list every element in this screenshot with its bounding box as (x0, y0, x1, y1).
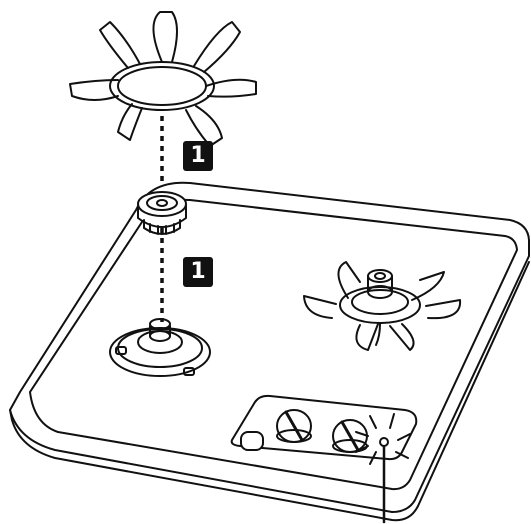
left-control-knob (277, 410, 311, 442)
step-badge-lower: 1 (183, 257, 213, 287)
cooktop-body (10, 183, 529, 520)
step-badge-upper: 1 (183, 141, 213, 171)
right-control-knob (333, 420, 367, 452)
pan-support-grate-part (70, 12, 256, 146)
burner-cap-part (138, 192, 186, 234)
ignition-button (241, 432, 263, 450)
